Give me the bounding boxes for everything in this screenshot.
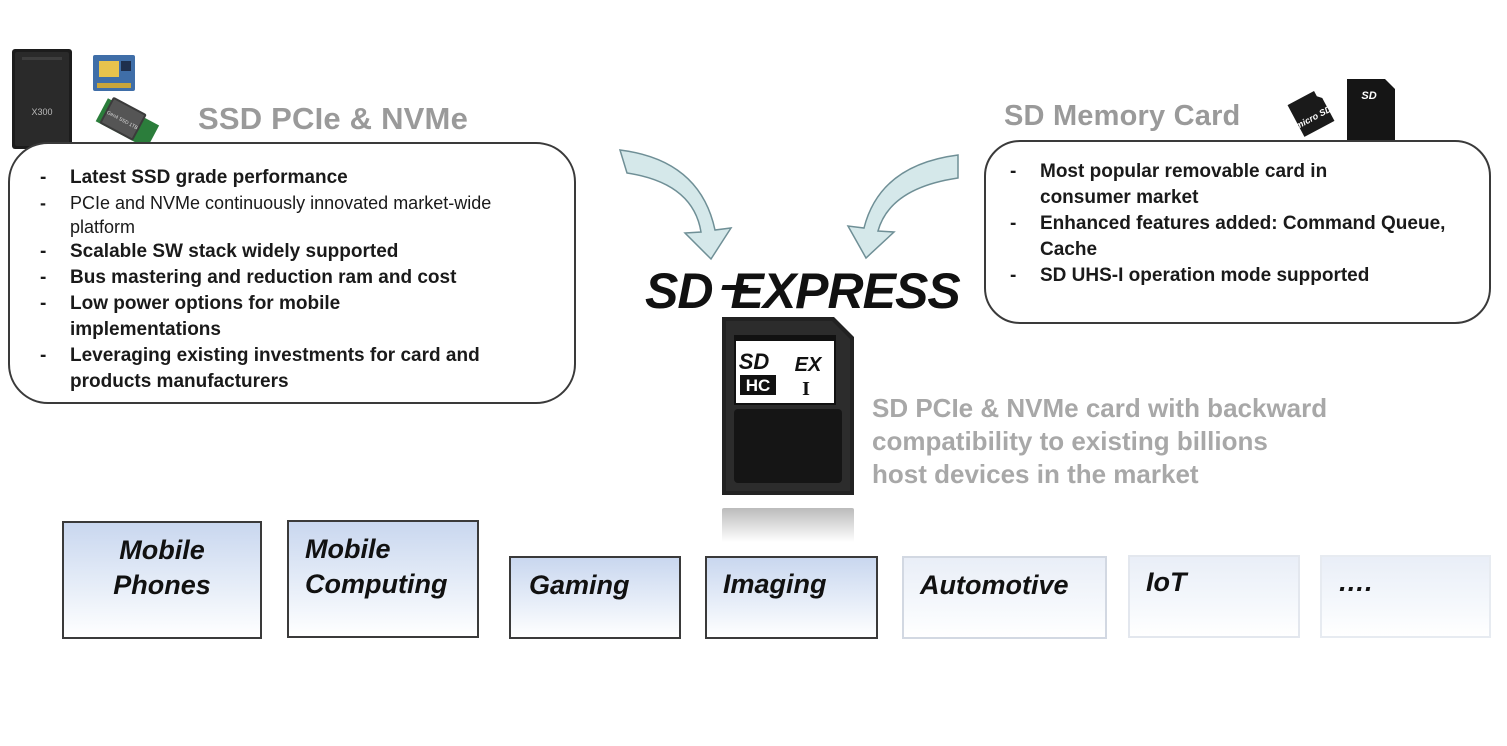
sd-express-card-image: SD HC EX I [722, 317, 854, 495]
sd-feature-list: Most popular removable card in consumer … [1010, 159, 1470, 289]
category-label: IoT [1146, 565, 1298, 600]
ssd-title: SSD PCIe & NVMe [198, 101, 468, 137]
category-automotive: Automotive [902, 556, 1107, 639]
sd-bullet: Most popular removable card in consumer … [1010, 159, 1400, 211]
sd-express-logo-express: EXPRESS [730, 263, 959, 319]
sd-express-card-ex: EX [795, 354, 823, 376]
sd-express-card-reflection [722, 508, 854, 542]
sd-express-logo-sd: SD [645, 263, 712, 319]
sd-express-card-sd: SD [739, 349, 770, 374]
sd-express-description-line: compatibility to existing billions [872, 425, 1392, 458]
sd-card-title: SD Memory Card [1004, 100, 1240, 133]
category-more: …. [1320, 555, 1491, 638]
sd-card-image: SD [1347, 79, 1395, 142]
category-label: Phones [64, 568, 260, 603]
right-curved-arrow [830, 150, 965, 262]
sd-feature-box: Most popular removable card in consumer … [984, 140, 1491, 324]
category-label: Imaging [723, 567, 876, 602]
ssd-bullet: Low power options for mobile implementat… [40, 291, 400, 343]
ssd-drive-label: X300 [31, 107, 52, 117]
category-mobile-computing: Mobile Computing [287, 520, 479, 638]
ssd-module-image [91, 53, 139, 95]
ssd-bullet: Scalable SW stack widely supported [40, 239, 560, 265]
category-mobile-phones: Mobile Phones [62, 521, 262, 639]
category-label: Mobile [64, 533, 260, 568]
category-label: Mobile [305, 532, 477, 567]
sd-card-label: SD [1361, 90, 1376, 102]
ssd-bullet: Leveraging existing investments for card… [40, 343, 550, 395]
category-iot: IoT [1128, 555, 1300, 638]
ssd-bullet: Bus mastering and reduction ram and cost [40, 265, 560, 291]
microsd-image: micro SD [1284, 87, 1338, 139]
category-gaming: Gaming [509, 556, 681, 639]
category-label: Computing [305, 567, 477, 602]
sd-express-description-line: SD PCIe & NVMe card with backward [872, 392, 1392, 425]
ssd-feature-box: Latest SSD grade performance PCIe and NV… [8, 142, 576, 404]
sd-bullet: SD UHS-I operation mode supported [1010, 263, 1470, 289]
sd-express-card-i: I [802, 378, 810, 400]
category-imaging: Imaging [705, 556, 878, 639]
ssd-feature-list: Latest SSD grade performance PCIe and NV… [40, 165, 560, 395]
ssd-drive-image: X300 [12, 49, 72, 149]
ssd-bullet: PCIe and NVMe continuously innovated mar… [40, 191, 560, 239]
category-label: …. [1338, 565, 1489, 600]
category-label: Automotive [920, 568, 1105, 603]
sd-express-card-hc: HC [746, 376, 771, 395]
ssd-bullet: Latest SSD grade performance [40, 165, 560, 191]
sd-express-description: SD PCIe & NVMe card with backward compat… [872, 392, 1392, 491]
sd-express-description-line: host devices in the market [872, 458, 1392, 491]
left-curved-arrow [615, 145, 745, 265]
sd-bullet: Enhanced features added: Command Queue, … [1010, 211, 1460, 263]
category-label: Gaming [529, 568, 679, 603]
sd-express-logo: SD EXPRESS [645, 262, 960, 320]
